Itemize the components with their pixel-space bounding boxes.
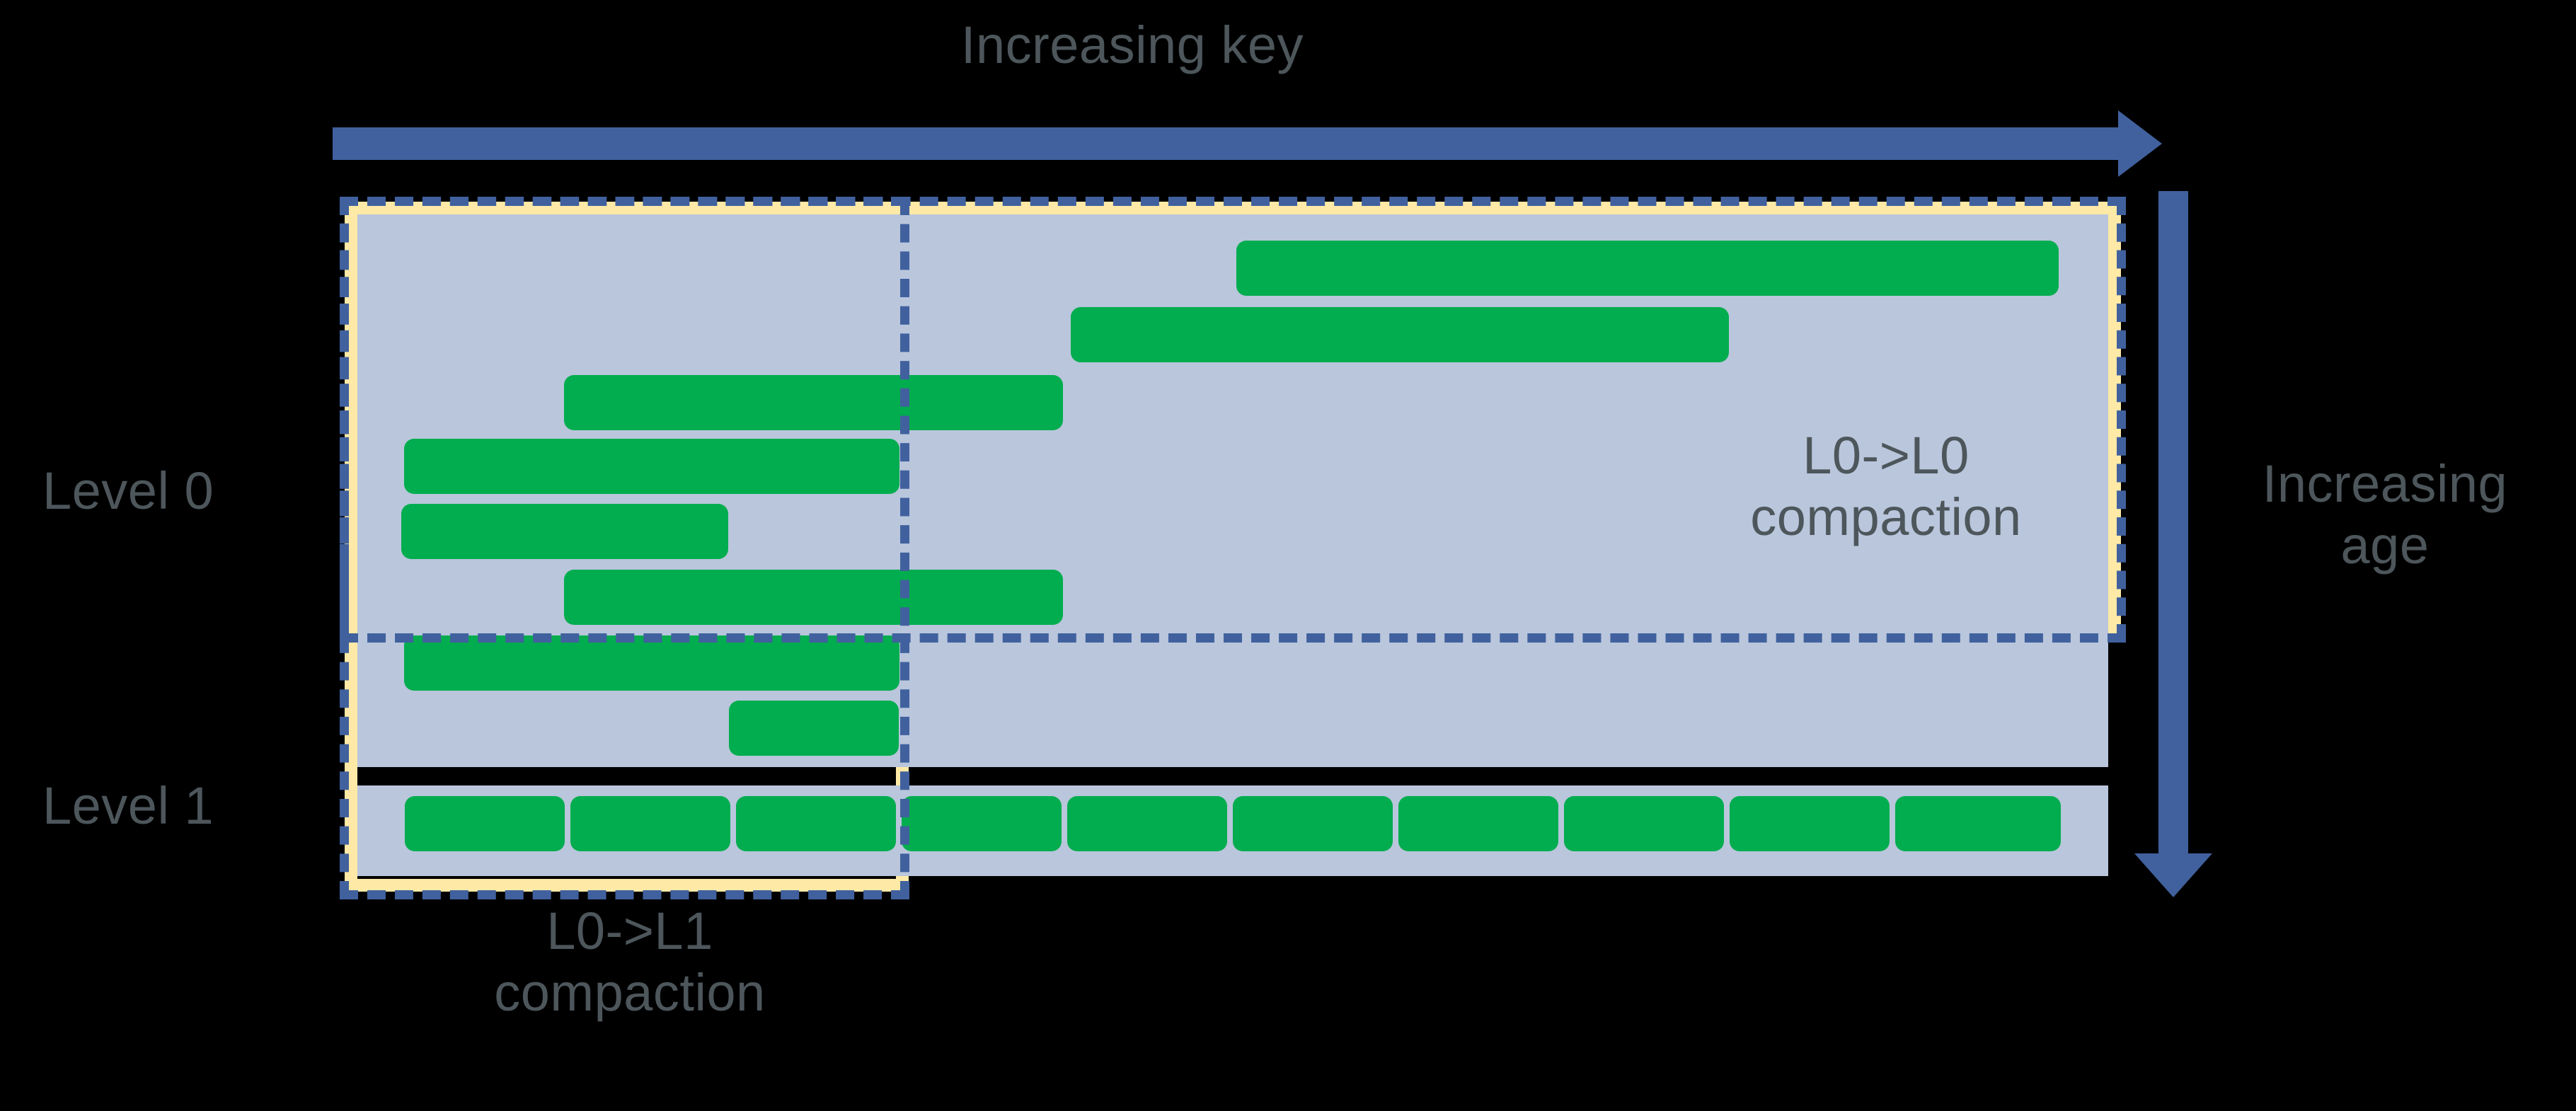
l0-to-l1-compaction-label: L0->L1 compaction xyxy=(494,902,766,1023)
l0-sstable-4[interactable] xyxy=(404,439,899,494)
increasing-age-arrow-shaft xyxy=(2158,191,2188,858)
level-1-label: Level 1 xyxy=(42,776,214,835)
l0-sstable-2[interactable] xyxy=(1071,307,1729,362)
l1-sstable-1[interactable] xyxy=(405,796,565,851)
l1-sstable-8[interactable] xyxy=(1564,796,1724,851)
l1-sstable-7[interactable] xyxy=(1398,796,1558,851)
l1-sstable-3[interactable] xyxy=(736,796,896,851)
level-separator-band xyxy=(909,767,2108,785)
increasing-age-arrow-head xyxy=(2134,853,2212,897)
l1-sstable-4[interactable] xyxy=(902,796,1062,851)
increasing-key-arrow-shaft xyxy=(333,127,2120,160)
l1-sstable-2[interactable] xyxy=(570,796,730,851)
l0-sstable-1[interactable] xyxy=(1236,241,2059,296)
l0-to-l0-compaction-label: L0->L0 compaction xyxy=(1750,426,2022,547)
l0-to-l1-selection-frame[interactable] xyxy=(340,197,909,899)
increasing-key-label: Increasing key xyxy=(960,16,1304,74)
l0-sstable-6[interactable] xyxy=(564,570,1063,625)
l1-sstable-9[interactable] xyxy=(1730,796,1890,851)
l0-sstable-7[interactable] xyxy=(404,635,899,691)
l0-sstable-8[interactable] xyxy=(729,701,899,756)
increasing-age-label: Increasing age xyxy=(2262,454,2508,575)
l0-sstable-3[interactable] xyxy=(564,375,1063,430)
l1-sstable-5[interactable] xyxy=(1067,796,1227,851)
l1-sstable-10[interactable] xyxy=(1895,796,2061,851)
level-0-label: Level 0 xyxy=(42,461,214,520)
l1-sstable-6[interactable] xyxy=(1233,796,1393,851)
increasing-key-arrow-head xyxy=(2118,110,2162,177)
l0-sstable-5[interactable] xyxy=(401,504,728,559)
